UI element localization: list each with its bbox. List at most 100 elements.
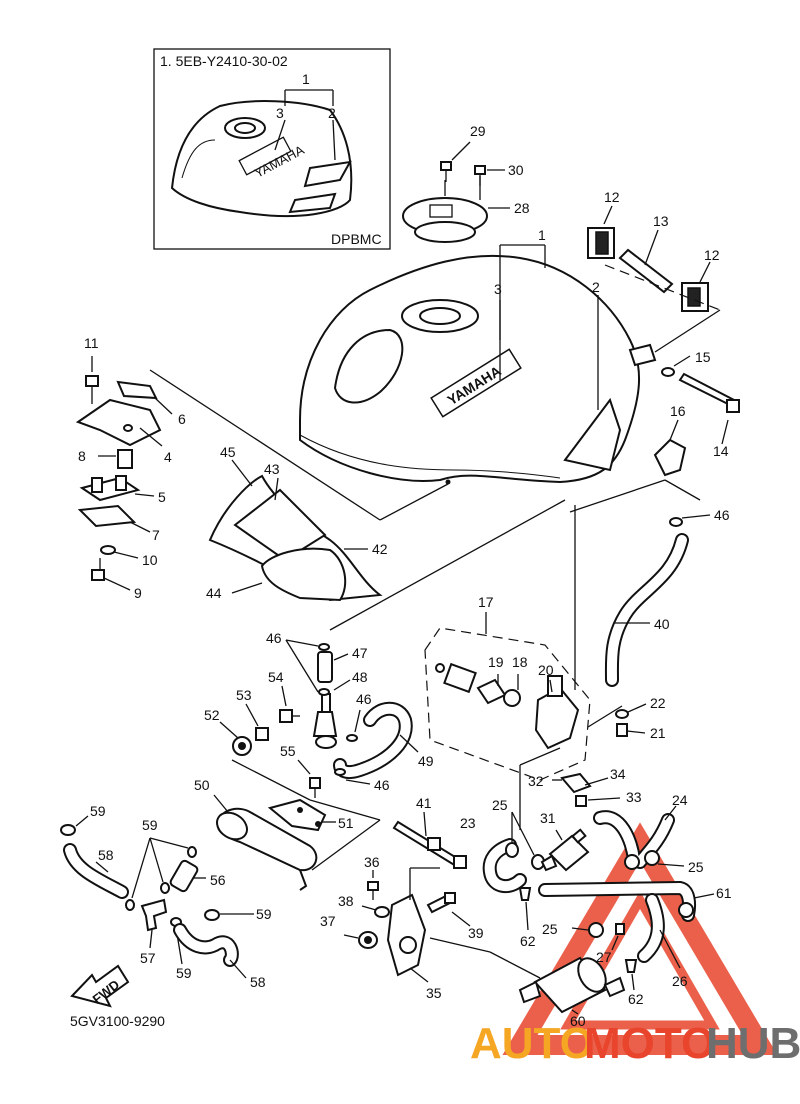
joint-48: [312, 679, 351, 749]
clip-62-b: [624, 959, 638, 991]
callout-12-upper: 12: [604, 189, 620, 205]
callout-28: 28: [514, 200, 530, 216]
callout-56: 56: [210, 872, 226, 888]
clamp-25-c: [571, 922, 604, 938]
callout-19: 19: [488, 654, 504, 670]
inset-callout-3: 3: [276, 105, 284, 121]
bolt-39: [426, 892, 471, 927]
callout-9: 9: [134, 585, 142, 601]
collar-13: [618, 229, 674, 294]
inset-box: 1. 5EB-Y2410-30-02 DPBMC YAMAHA 1 2 3: [153, 48, 391, 250]
callout-53: 53: [236, 687, 252, 703]
callout-47: 47: [352, 645, 368, 661]
callout-25-c: 25: [542, 921, 558, 937]
hose-58-lower: [173, 923, 247, 979]
bolt-33: [575, 795, 621, 807]
inset-part-number: 1. 5EB-Y2410-30-02: [160, 53, 288, 69]
callout-46-d: 46: [374, 777, 390, 793]
callout-46-c: 46: [356, 691, 372, 707]
callout-44: 44: [206, 585, 222, 601]
callout-58-lower: 58: [250, 974, 266, 990]
callout-48: 48: [352, 669, 368, 685]
hose-26: [637, 893, 681, 969]
callout-55: 55: [280, 743, 296, 759]
callout-59-c: 59: [176, 965, 192, 981]
inset-callout-1: 1: [302, 71, 310, 87]
washer-15: [661, 355, 691, 377]
callout-61: 61: [716, 885, 732, 901]
callout-24: 24: [672, 792, 688, 808]
callout-54: 54: [268, 669, 284, 685]
callout-27: 27: [596, 949, 612, 965]
bracket-51: [267, 798, 336, 832]
callout-4: 4: [164, 449, 172, 465]
callout-59-b: 59: [142, 817, 158, 833]
cover-assembly: [208, 459, 383, 602]
damper-5: [79, 475, 155, 502]
callout-42: 42: [372, 541, 388, 557]
washer-22: [615, 703, 647, 719]
bolt-11: [85, 356, 99, 404]
clip-46-lower: [334, 768, 371, 785]
callout-38: 38: [338, 893, 354, 909]
bolt-21: [616, 723, 646, 737]
clip-59-b: [125, 837, 197, 911]
callout-43: 43: [264, 461, 280, 477]
joint-57: [140, 898, 168, 949]
callout-50: 50: [194, 777, 210, 793]
callout-62-b: 62: [628, 991, 644, 1007]
callout-62-a: 62: [520, 933, 536, 949]
fuel-pump-60: [518, 956, 626, 1015]
clip-59-a: [60, 815, 89, 836]
collar-38: [361, 905, 390, 918]
callout-40: 40: [654, 616, 670, 632]
callout-5: 5: [158, 489, 166, 505]
plate-7: [77, 504, 151, 533]
bolt-36: [367, 870, 379, 900]
collar-53: [245, 703, 269, 741]
callout-7: 7: [152, 527, 160, 543]
drawing-code: 5GV3100-9290: [70, 1013, 165, 1029]
callout-52: 52: [204, 707, 220, 723]
filter-31: [540, 828, 590, 872]
callout-13: 13: [653, 213, 669, 229]
callout-31: 31: [540, 810, 556, 826]
bolt-29: [440, 141, 471, 182]
callout-2: 2: [592, 279, 600, 295]
plate-4: [75, 398, 163, 447]
callout-12-lower: 12: [704, 247, 720, 263]
callout-45: 45: [220, 444, 236, 460]
callout-10: 10: [142, 552, 158, 568]
callout-20: 20: [538, 662, 554, 678]
clamp-25-b: [624, 850, 685, 870]
callout-59-a: 59: [90, 803, 106, 819]
callout-32: 32: [528, 773, 544, 789]
callout-51: 51: [338, 815, 354, 831]
callout-59-d: 59: [256, 906, 272, 922]
callout-25-a: 25: [492, 797, 508, 813]
clamp-25-a: [505, 811, 545, 870]
hose-56: [169, 859, 206, 893]
collar-8: [98, 449, 133, 469]
washer-10: [100, 545, 139, 559]
callout-22: 22: [650, 695, 666, 711]
watermark-part-1: AUTO: [470, 1019, 594, 1068]
callout-3: 3: [494, 281, 502, 297]
callout-8: 8: [78, 448, 86, 464]
bracket-32: [552, 772, 592, 794]
clip-59-d: [204, 909, 254, 921]
fuel-cap: [402, 176, 510, 243]
callout-30: 30: [508, 162, 524, 178]
callout-6: 6: [178, 411, 186, 427]
callout-57: 57: [140, 950, 156, 966]
callout-35: 35: [426, 985, 442, 1001]
hose-40: [604, 533, 689, 687]
bracket-35: [386, 893, 429, 983]
bolt-54: [279, 685, 300, 723]
fuel-tank: YAMAHA: [299, 254, 657, 485]
clip-62-a: [518, 887, 532, 931]
callout-18: 18: [512, 654, 528, 670]
callout-15: 15: [695, 349, 711, 365]
callout-25-b: 25: [688, 859, 704, 875]
